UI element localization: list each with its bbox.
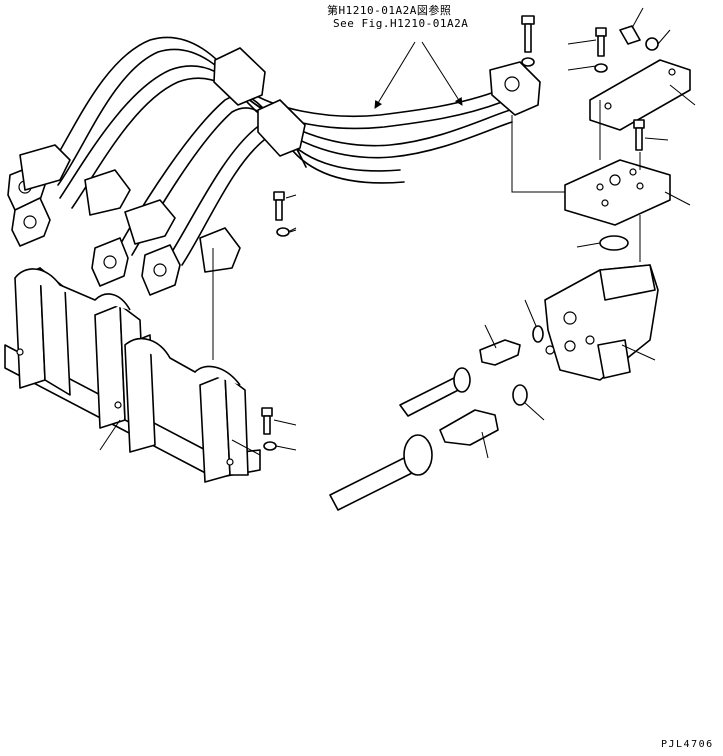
- flange-group-left: [7, 144, 241, 296]
- oring-small: [512, 325, 544, 406]
- tube-clamp-upper: [213, 47, 306, 157]
- figure-reference-english: See Fig.H1210-01A2A: [333, 17, 469, 30]
- hose-lower: [329, 434, 433, 511]
- bolt-lower: [261, 407, 277, 451]
- elbow-fitting-upper: [479, 339, 521, 366]
- split-flange-block: [489, 61, 541, 116]
- bolt-top-right: [594, 25, 659, 73]
- tube-support-bracket: [4, 267, 261, 483]
- leader-lines: [99, 7, 696, 459]
- figure-reference-japanese: 第H1210-01A2A図参照: [327, 4, 452, 17]
- control-valve-body: [544, 264, 659, 381]
- oring-large: [599, 235, 629, 251]
- hose-upper: [399, 367, 471, 417]
- mounting-plate: [589, 59, 691, 131]
- drawing-page-id: PJL4706: [661, 739, 714, 750]
- bolt-top-center: [521, 15, 535, 67]
- bolt-middle: [273, 191, 297, 237]
- valve-mounting-block: [564, 159, 671, 226]
- bolt-block: [633, 119, 645, 151]
- elbow-fitting-lower: [439, 409, 499, 446]
